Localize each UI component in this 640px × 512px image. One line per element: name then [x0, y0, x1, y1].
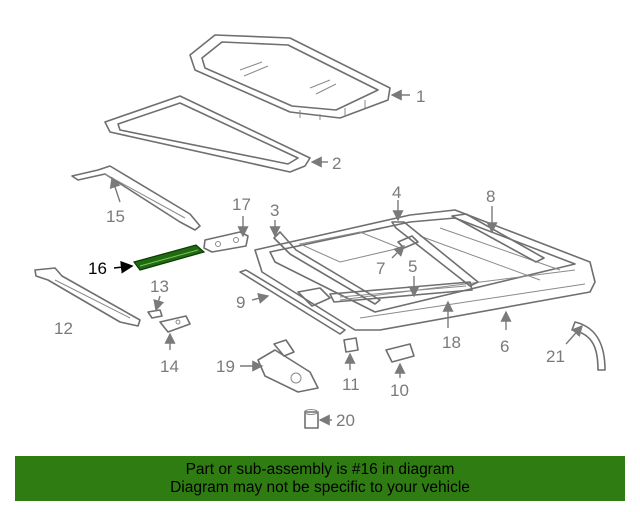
part-15-rail[interactable] — [71, 165, 201, 231]
callout-6: 6 — [500, 337, 509, 356]
part-2-frame-seal[interactable] — [104, 95, 311, 173]
part-notice-banner: Part or sub-assembly is #16 in diagram D… — [15, 456, 625, 501]
part-9-bracket[interactable] — [297, 287, 331, 307]
part-5-seal-strip[interactable] — [329, 281, 473, 303]
callout-1: 1 — [416, 87, 425, 106]
callout-17: 17 — [232, 195, 251, 214]
part-4-guide-rail[interactable] — [391, 221, 479, 287]
callout-3: 3 — [270, 201, 279, 220]
part-11-plug[interactable] — [343, 337, 359, 353]
callout-16-highlighted: 16 — [88, 259, 107, 278]
part-1-glass-panel[interactable] — [189, 34, 391, 120]
callout-11: 11 — [342, 375, 360, 394]
part-13-clip[interactable] — [147, 309, 163, 319]
part-19-motor[interactable] — [257, 339, 319, 393]
callout-5: 5 — [408, 257, 417, 276]
callout-14: 14 — [160, 357, 179, 376]
part-6-sunroof-housing[interactable] — [254, 209, 596, 331]
callout-8: 8 — [486, 187, 495, 206]
banner-line-part-number: Part or sub-assembly is #16 in diagram — [185, 461, 455, 478]
banner-line-disclaimer: Diagram may not be specific to your vehi… — [170, 479, 470, 496]
callout-10: 10 — [390, 381, 409, 400]
callout-13: 13 — [150, 277, 169, 296]
callout-18: 18 — [442, 333, 461, 352]
part-9-rod[interactable] — [239, 269, 346, 335]
callout-19: 19 — [216, 357, 235, 376]
part-10-mount[interactable] — [385, 343, 415, 363]
part-20-knob[interactable] — [304, 409, 319, 429]
callout-20: 20 — [336, 411, 355, 430]
callout-9: 9 — [236, 293, 245, 312]
part-3-cable[interactable] — [273, 231, 381, 305]
callout-15: 15 — [106, 207, 125, 226]
callout-12: 12 — [54, 319, 73, 338]
part-8-guide-rail[interactable] — [451, 213, 545, 263]
part-16-deflector-highlighted[interactable] — [132, 244, 206, 271]
part-12-rail-guide[interactable] — [34, 267, 141, 327]
callout-7: 7 — [376, 259, 385, 278]
part-21-trim[interactable] — [571, 321, 606, 371]
callout-21: 21 — [546, 347, 565, 366]
part-17-bracket[interactable] — [203, 231, 249, 253]
part-14-guide-block[interactable] — [159, 315, 191, 333]
callout-4: 4 — [392, 183, 401, 202]
callout-2: 2 — [332, 154, 341, 173]
